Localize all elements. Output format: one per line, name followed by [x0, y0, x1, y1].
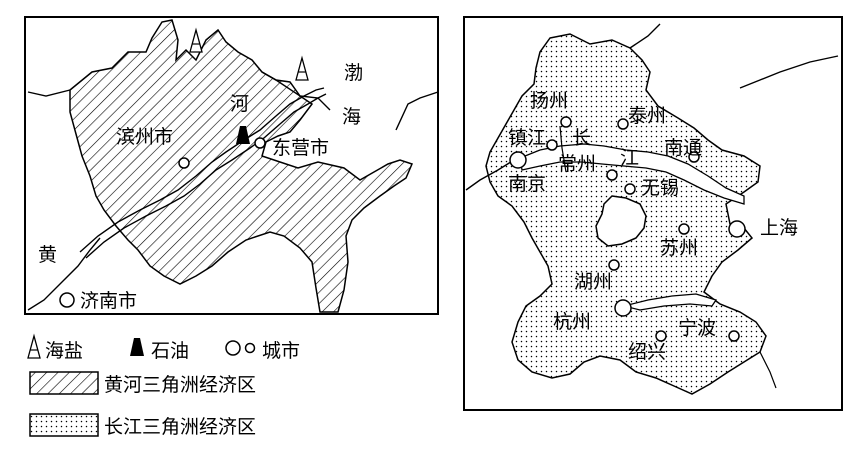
city-marker-suzhou [678, 223, 690, 235]
label-yangzhou: 扬州 [530, 90, 568, 112]
label-dongying: 东营市 [272, 137, 329, 159]
city-marker-zhenjiang [546, 139, 558, 151]
label-he: 河 [230, 93, 249, 115]
city-marker-wuxi [624, 183, 636, 195]
label-huang: 黄 [38, 244, 57, 266]
label-changzhou: 常州 [558, 153, 596, 175]
coastline-east [395, 91, 439, 131]
city-marker-ningbo [728, 330, 740, 342]
label-suzhou: 苏州 [660, 237, 698, 259]
hangzhou-bay [623, 293, 718, 311]
city-marker-nantong [688, 151, 700, 163]
label-huzhou: 湖州 [574, 271, 612, 293]
legend: 海盐 石油 城市 黄河三角洲经济区 长江三角洲经济区 [27, 333, 300, 438]
label-taizhou: 泰州 [628, 105, 666, 127]
sea-salt-symbol [295, 55, 309, 81]
legend-sea-salt-icon [27, 333, 41, 359]
city-marker-changzhou [606, 169, 618, 181]
label-bohai-2: 海 [342, 106, 361, 128]
legend-yellow-river-zone-label: 黄河三角洲经济区 [104, 374, 256, 396]
city-marker-taizhou [617, 118, 629, 130]
label-hangzhou: 杭州 [553, 311, 591, 333]
label-bohai-1: 渤 [344, 62, 363, 84]
city-marker-hangzhou [614, 299, 632, 317]
yellow-river [79, 87, 325, 253]
legend-yangtze-zone-label: 长江三角洲经济区 [104, 416, 256, 438]
label-shanghai: 上海 [760, 217, 798, 239]
label-shaoxing: 绍兴 [628, 341, 666, 363]
taihu-lake [595, 195, 647, 247]
coast-line-south [759, 351, 777, 389]
city-marker-shanghai [728, 220, 746, 238]
yellow-river-bank [85, 93, 327, 259]
legend-hatch-swatch [29, 371, 99, 395]
city-marker-yangzhou [560, 116, 572, 128]
label-nantong: 南通 [664, 137, 702, 159]
legend-dot-swatch [29, 413, 99, 437]
city-marker-binzhou [178, 157, 190, 169]
legend-city-label: 城市 [262, 340, 300, 362]
label-jinan: 济南市 [80, 290, 137, 312]
city-marker-nanjing [509, 151, 527, 169]
river-line-east [739, 55, 839, 89]
label-chang: 长 [572, 127, 591, 149]
river-line-north [629, 23, 661, 49]
label-zhenjiang: 镇江 [508, 127, 546, 149]
label-wuxi: 无锡 [641, 177, 679, 199]
legend-sea-salt-label: 海盐 [45, 340, 83, 362]
legend-petroleum-label: 石油 [151, 340, 189, 362]
city-marker-huzhou [608, 259, 620, 271]
yangtze-delta-map: 扬州 泰州 镇江 长 常州 江 南通 南京 无锡 上海 苏州 湖州 杭州 宁波 … [463, 16, 843, 411]
city-marker-jinan [59, 292, 75, 308]
city-marker-dongying [254, 137, 266, 149]
river-line-west [27, 237, 101, 311]
coastline-north [261, 71, 331, 111]
yellow-river-delta-map: 渤 海 河 滨州市 东营市 黄 济南市 [24, 16, 439, 315]
river-line-west [465, 159, 515, 191]
sea-salt-symbol [189, 27, 203, 53]
boundary-line [27, 89, 71, 97]
label-binzhou: 滨州市 [116, 126, 173, 148]
yellow-river-zone-area [69, 19, 414, 313]
petroleum-symbol [236, 126, 250, 144]
label-jiang: 江 [620, 147, 639, 169]
legend-city-large-icon [225, 340, 241, 356]
canal-line [559, 125, 567, 173]
label-ningbo: 宁波 [678, 317, 716, 339]
legend-city-small-icon [244, 342, 256, 354]
label-nanjing: 南京 [508, 173, 546, 195]
city-marker-shaoxing [655, 330, 667, 342]
legend-petroleum-icon [130, 338, 144, 356]
yangtze-river [519, 143, 745, 205]
